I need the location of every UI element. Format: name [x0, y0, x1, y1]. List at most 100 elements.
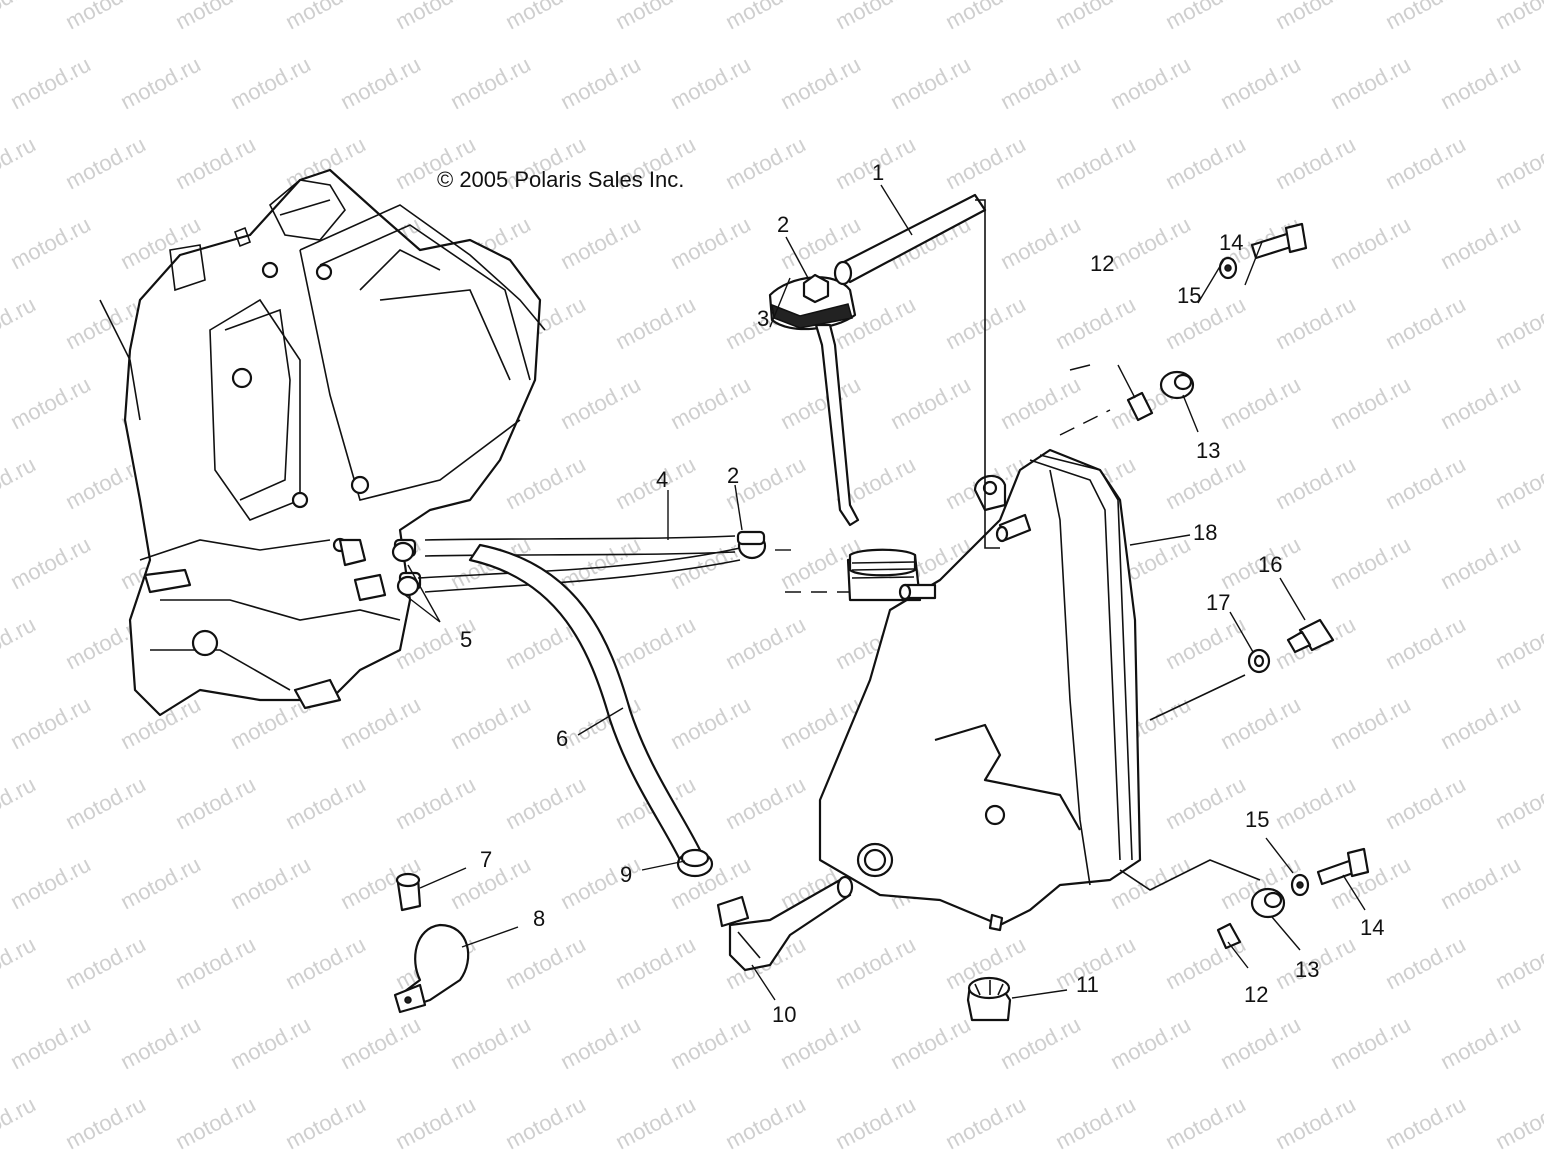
watermark-text: motod.ru — [1381, 1092, 1469, 1155]
watermark-text: motod.ru — [1051, 1092, 1139, 1155]
watermark-text: motod.ru — [0, 0, 40, 34]
watermark-text: motod.ru — [721, 132, 809, 195]
callout-5: 5 — [460, 627, 472, 652]
watermark-text: motod.ru — [1491, 1092, 1544, 1155]
watermark-text: motod.ru — [1051, 292, 1139, 355]
watermark-text: motod.ru — [1051, 132, 1139, 195]
watermark-text: motod.ru — [61, 0, 149, 34]
watermark-text: motod.ru — [226, 1012, 314, 1075]
watermark-text: motod.ru — [1161, 0, 1249, 34]
watermark-text: motod.ru — [996, 1012, 1084, 1075]
watermark-text: motod.ru — [941, 0, 1029, 34]
watermark-text: motod.ru — [226, 852, 314, 915]
watermark-text: motod.ru — [996, 212, 1084, 275]
clamp-2-upper — [802, 273, 830, 304]
watermark-text: motod.ru — [1326, 692, 1414, 755]
grommet-13-lower — [1250, 887, 1286, 919]
watermark-text: motod.ru — [666, 692, 754, 755]
watermark-text: motod.ru — [611, 932, 699, 995]
watermark-text: motod.ru — [116, 52, 204, 115]
watermark-text: motod.ru — [116, 852, 204, 915]
clamp-9 — [676, 848, 714, 878]
watermark-text: motod.ru — [336, 1012, 424, 1075]
clip-8 — [393, 923, 470, 1014]
callout-7: 7 — [480, 847, 492, 872]
watermark-text: motod.ru — [666, 1012, 754, 1075]
watermark-text: motod.ru — [61, 772, 149, 835]
washer-15-upper — [1218, 256, 1238, 280]
watermark-text: motod.ru — [0, 772, 40, 835]
watermark-text: motod.ru — [721, 772, 809, 835]
watermark-text: motod.ru — [336, 692, 424, 755]
watermark-text: motod.ru — [1436, 212, 1524, 275]
watermark-text: motod.ru — [171, 772, 259, 835]
watermark-text: motod.ru — [1326, 532, 1414, 595]
watermark-text: motod.ru — [776, 52, 864, 115]
watermark-text: motod.ru — [1326, 1012, 1414, 1075]
watermark-text: motod.ru — [666, 372, 754, 435]
watermark-text: motod.ru — [1271, 1092, 1359, 1155]
watermark-text: motod.ru — [6, 52, 94, 115]
watermark-text: motod.ru — [556, 212, 644, 275]
watermark-text: motod.ru — [1271, 0, 1359, 34]
watermark-text: motod.ru — [281, 1092, 369, 1155]
watermark-text: motod.ru — [171, 0, 259, 34]
watermark-text: motod.ru — [0, 452, 40, 515]
watermark-text: motod.ru — [6, 532, 94, 595]
watermark-text: motod.ru — [996, 372, 1084, 435]
callout-labels: 1 2 3 4 2 5 6 7 8 9 10 11 12 13 14 15 16… — [460, 160, 1384, 1027]
callout-13-lower: 13 — [1295, 957, 1319, 982]
watermark-text: motod.ru — [391, 772, 479, 835]
watermark-text: motod.ru — [6, 212, 94, 275]
watermark-text: motod.ru — [941, 1092, 1029, 1155]
callout-17: 17 — [1206, 590, 1230, 615]
watermark-text: motod.ru — [1381, 772, 1469, 835]
watermark-text: motod.ru — [1326, 212, 1414, 275]
watermark-text: motod.ru — [886, 1012, 974, 1075]
hose-4 — [417, 535, 741, 593]
watermark-text: motod.ru — [1491, 932, 1544, 995]
watermark-text: motod.ru — [0, 132, 40, 195]
watermark-text: motod.ru — [1271, 452, 1359, 515]
watermark-text: motod.ru — [1271, 772, 1359, 835]
watermark-text: motod.ru — [1436, 372, 1524, 435]
watermark-text: motod.ru — [501, 772, 589, 835]
bolt-14-upper — [1250, 222, 1308, 260]
watermark-text: motod.ru — [1161, 612, 1249, 675]
watermark-text: motod.ru — [1436, 1012, 1524, 1075]
watermark-text: motod.ru — [1106, 52, 1194, 115]
watermark-text: motod.ru — [501, 0, 589, 34]
watermark-text: motod.ru — [281, 932, 369, 995]
watermark-text: motod.ru — [611, 612, 699, 675]
callout-12-lower: 12 — [1244, 982, 1268, 1007]
watermark-text: motod.ru — [1216, 52, 1304, 115]
watermark-text: motod.ru — [886, 372, 974, 435]
callout-12-upper: 12 — [1090, 251, 1114, 276]
grommet-11 — [966, 976, 1012, 1022]
watermark-text: motod.ru — [1436, 52, 1524, 115]
watermark-text: motod.ru — [0, 292, 40, 355]
sensor-16 — [1286, 618, 1335, 654]
watermark-text: motod.ru — [446, 692, 534, 755]
watermark-text: motod.ru — [611, 0, 699, 34]
watermark-text: motod.ru — [61, 932, 149, 995]
callout-18: 18 — [1193, 520, 1217, 545]
watermark-text: motod.ru — [1106, 1012, 1194, 1075]
watermark-text: motod.ru — [391, 0, 479, 34]
watermark-text: motod.ru — [1271, 132, 1359, 195]
watermark-text: motod.ru — [171, 132, 259, 195]
watermark-text: motod.ru — [336, 52, 424, 115]
watermark-text: motod.ru — [446, 52, 534, 115]
leader-lines — [404, 184, 1366, 1001]
watermark-text: motod.ru — [6, 1012, 94, 1075]
watermark-text: motod.ru — [1216, 692, 1304, 755]
watermark-text: motod.ru — [1436, 852, 1524, 915]
watermark-text: motod.ru — [446, 1012, 534, 1075]
grommet-13-upper — [1159, 370, 1195, 400]
watermark-text: motod.ru — [611, 1092, 699, 1155]
callout-3: 3 — [757, 306, 769, 331]
watermark-text: motod.ru — [1106, 212, 1194, 275]
callout-15-upper: 15 — [1177, 283, 1201, 308]
watermark-text: motod.ru — [281, 0, 369, 34]
